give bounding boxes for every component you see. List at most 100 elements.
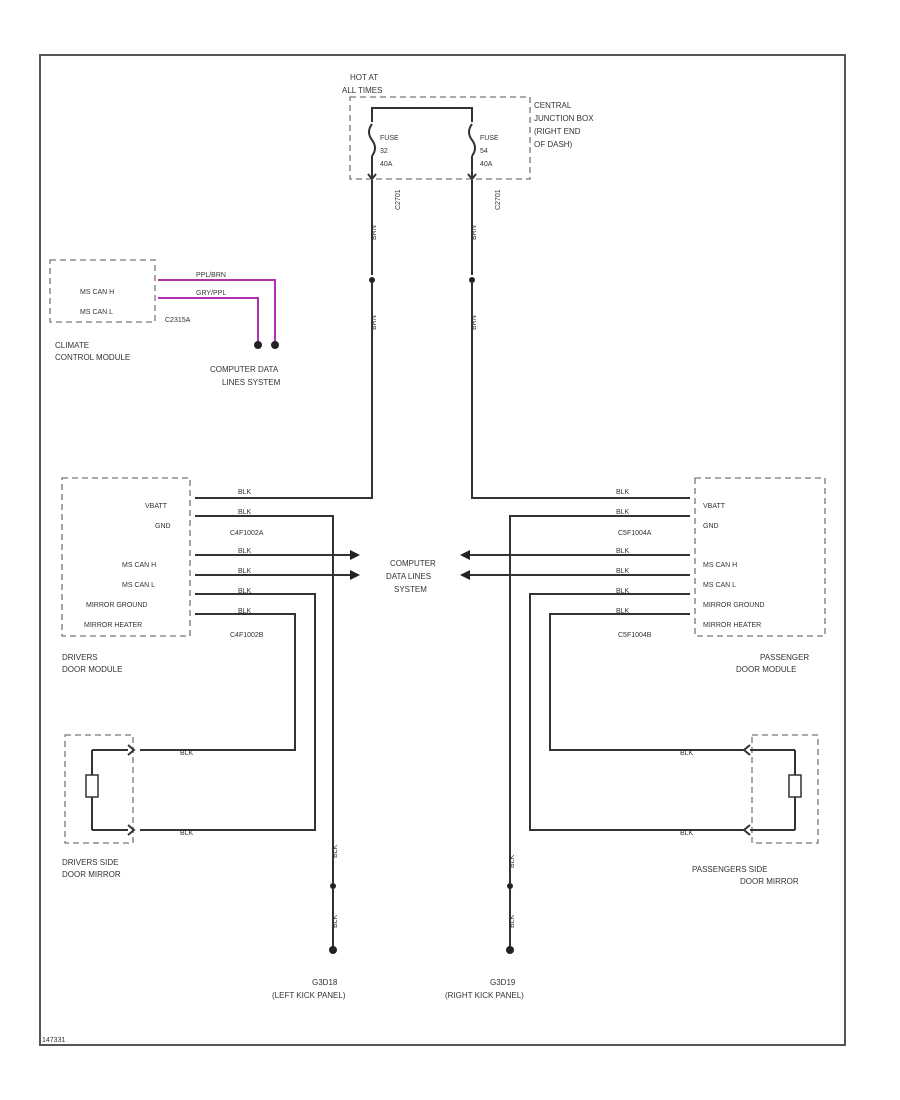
passenger-pin-mirror-ground: MIRROR GROUND (703, 602, 764, 609)
passenger-wire-can-l: BLK (616, 568, 630, 575)
drivers-mirror-name-2: DOOR MIRROR (62, 870, 121, 879)
passenger-door-module: VBATT GND MS CAN H MS CAN L MIRROR GROUN… (460, 477, 826, 840)
ground-right-location: (RIGHT KICK PANEL) (445, 991, 524, 1000)
feed-left-to-drivers-vbatt (195, 283, 373, 499)
fuse-32-terminal (367, 173, 377, 181)
passenger-mirror-heater-wire (549, 613, 745, 751)
junction-box-name-4: OF DASH) (534, 140, 573, 149)
drivers-can-l-arrow (350, 570, 360, 580)
fuse-32-rating: 40A (380, 161, 393, 168)
ground-right-wire-bottom: BLK (509, 914, 516, 928)
drivers-mirror-heater-wire (140, 613, 296, 751)
ground-left-wire-top: BLK (332, 844, 339, 858)
passenger-module-name-2: DOOR MODULE (736, 665, 796, 674)
center-data-lines-link: COMPUTER DATA LINES SYSTEM (386, 559, 436, 594)
drivers-pin-mirror-heater: MIRROR HEATER (84, 622, 142, 629)
center-link-text-2: DATA LINES (386, 572, 431, 581)
ground-right-splice-dot (507, 883, 513, 889)
fuse-54-number: 54 (480, 148, 488, 155)
fuse-32-number: 32 (380, 148, 388, 155)
fuse-feed-wires: BRN BRN C2701 C2701 BRN BRN (195, 180, 690, 499)
passenger-mirror-terminal-top (742, 744, 751, 756)
passenger-wire-vbatt: BLK (616, 489, 630, 496)
ground-left-location: (LEFT KICK PANEL) (272, 991, 346, 1000)
drivers-connector-b: C4F1002B (230, 632, 264, 639)
drivers-mirror-name-1: DRIVERS SIDE (62, 858, 118, 867)
climate-can-l-wire-color: GRY/PPL (196, 290, 226, 297)
passenger-wire-gnd: BLK (616, 509, 630, 516)
drivers-mirror-wire-top: BLK (180, 750, 194, 757)
passenger-wire-mirror-ground: BLK (616, 588, 630, 595)
ground-right-wire-top: BLK (509, 854, 516, 868)
climate-connector: C2315A (165, 317, 191, 324)
fuse-54-label: FUSE (480, 135, 499, 142)
ground-right-kick-panel: BLK BLK G3D19 (RIGHT KICK PANEL) (445, 854, 524, 1000)
drivers-mirror-terminal-top (127, 744, 136, 756)
climate-can-h-wire (158, 279, 276, 345)
feed-right-to-passenger-vbatt (471, 283, 690, 499)
feed-right-connector: C2701 (495, 189, 502, 210)
drivers-mirror-ground-wire (140, 593, 316, 831)
fuse-32-symbol (368, 123, 376, 157)
ground-left-terminal (329, 946, 337, 954)
passenger-module-outline (694, 477, 826, 637)
passenger-pin-mirror-heater: MIRROR HEATER (703, 622, 761, 629)
feed-right-wire-color: BRN (471, 225, 478, 240)
drivers-connector-a: C4F1002A (230, 530, 264, 537)
fuse-32-label: FUSE (380, 135, 399, 142)
fuse-54-rating: 40A (480, 161, 493, 168)
passenger-pin-gnd: GND (703, 523, 719, 530)
passenger-wire-can-h: BLK (616, 548, 630, 555)
fuse-54-symbol (468, 123, 476, 157)
feed-left-splice-dot (369, 277, 375, 283)
climate-pin-can-l: MS CAN L (80, 309, 113, 316)
heater-element-icon (788, 774, 802, 798)
passenger-pin-vbatt: VBATT (703, 503, 726, 510)
drivers-module-name-1: DRIVERS (62, 653, 98, 662)
center-link-text-1: COMPUTER (390, 559, 436, 568)
drivers-pin-vbatt: VBATT (145, 503, 168, 510)
fuse-54-terminal (467, 173, 477, 181)
drivers-pin-can-l: MS CAN L (122, 582, 155, 589)
drivers-wire-mirror-ground: BLK (238, 588, 252, 595)
ground-left-wire-bottom: BLK (332, 914, 339, 928)
passenger-connector-b: C5F1004B (618, 632, 652, 639)
hot-at-label: HOT AT (350, 73, 378, 82)
central-junction-box: HOT AT ALL TIMES CENTRAL JUNCTION BOX (R… (342, 73, 594, 181)
passenger-mirror-outline (751, 734, 819, 844)
hot-at-label-2: ALL TIMES (342, 86, 382, 95)
junction-box-outline (349, 96, 531, 180)
passenger-wire-mirror-heater: BLK (616, 608, 630, 615)
drivers-can-h-arrow (350, 550, 360, 560)
passenger-mirror-name-1: PASSENGERS SIDE (692, 865, 767, 874)
fuse-bus-bar (371, 107, 473, 122)
climate-can-l-wire (158, 297, 259, 345)
passenger-mirror-wire-top: BLK (680, 750, 694, 757)
drivers-wire-gnd: BLK (238, 509, 252, 516)
drivers-module-outline (61, 477, 191, 637)
diagram-frame (39, 54, 846, 1046)
drivers-module-name-2: DOOR MODULE (62, 665, 122, 674)
climate-module-name-1: CLIMATE (55, 341, 89, 350)
passenger-module-name-1: PASSENGER (760, 653, 809, 662)
feed-left-lower-color: BRN (371, 315, 378, 330)
feed-left-wire-color: BRN (371, 225, 378, 240)
ground-left-id: G3D18 (312, 978, 338, 987)
drivers-pin-can-h: MS CAN H (122, 562, 156, 569)
passenger-gnd-wire (509, 515, 690, 840)
drivers-wire-can-l: BLK (238, 568, 252, 575)
feed-right-splice-dot (469, 277, 475, 283)
junction-box-name-3: (RIGHT END (534, 127, 581, 136)
passenger-mirror-ground-wire (529, 593, 745, 831)
drivers-wire-can-h: BLK (238, 548, 252, 555)
diagram-id-footer: 147331 (42, 1037, 65, 1044)
drivers-wire-vbatt: BLK (238, 489, 252, 496)
drivers-mirror-terminal-bottom (127, 824, 136, 836)
passenger-pin-can-l: MS CAN L (703, 582, 736, 589)
ground-right-id: G3D19 (490, 978, 516, 987)
junction-box-name-2: JUNCTION BOX (534, 114, 594, 123)
climate-can-h-wire-color: PPL/BRN (196, 272, 226, 279)
climate-link-text-1: COMPUTER DATA (210, 365, 279, 374)
climate-can-h-arrow-dot (271, 341, 279, 349)
